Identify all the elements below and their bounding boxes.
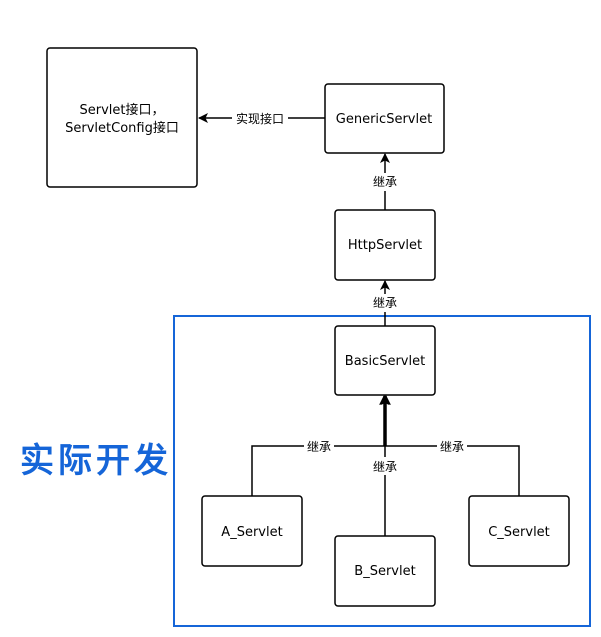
http-from-basic-label: 继承 bbox=[373, 296, 397, 310]
dev-group-title: 实际开发 bbox=[20, 441, 172, 481]
basic-from-b-label-bg bbox=[370, 457, 400, 475]
a-servlet-node-label: A_Servlet bbox=[221, 525, 282, 540]
b-servlet-node-box bbox=[334, 535, 436, 607]
generic-from-http-label-bg bbox=[370, 173, 400, 191]
c-servlet-node-box bbox=[468, 495, 570, 567]
implements-label: 实现接口 bbox=[236, 111, 284, 126]
interfaces-node-line2: ServletConfig接口 bbox=[65, 120, 179, 136]
http-from-basic-label-bg bbox=[370, 294, 400, 312]
interfaces-node-box bbox=[46, 47, 198, 188]
basic-from-c-label: 继承 bbox=[440, 440, 464, 454]
a-servlet-node: A_Servlet bbox=[201, 495, 303, 567]
basic-servlet-node: BasicServlet bbox=[334, 325, 436, 396]
generic-servlet-node-label: GenericServlet bbox=[336, 112, 432, 127]
implements-label-bg bbox=[232, 109, 288, 127]
basic-from-a-label: 继承 bbox=[307, 440, 331, 454]
dev-group-frame bbox=[173, 315, 591, 627]
c-servlet-node: C_Servlet bbox=[468, 495, 570, 567]
a-servlet-node-box bbox=[201, 495, 303, 567]
generic-from-http-label: 继承 bbox=[373, 175, 397, 189]
basic-servlet-node-label: BasicServlet bbox=[345, 354, 425, 369]
basic-from-a-label-bg bbox=[304, 437, 334, 455]
http-servlet-node-label: HttpServlet bbox=[348, 238, 422, 253]
http-servlet-node-box bbox=[334, 209, 436, 281]
basic-from-b-label: 继承 bbox=[373, 460, 397, 474]
generic-servlet-node: GenericServlet bbox=[324, 83, 445, 154]
b-servlet-node-label: B_Servlet bbox=[354, 564, 415, 579]
c-servlet-node-label: C_Servlet bbox=[488, 525, 550, 540]
interfaces-node-line1: Servlet接口， bbox=[80, 102, 165, 118]
generic-servlet-node-box bbox=[324, 83, 445, 154]
b-servlet-node: B_Servlet bbox=[334, 535, 436, 607]
basic-from-c-label-bg bbox=[437, 437, 467, 455]
interfaces-node: Servlet接口， ServletConfig接口 bbox=[46, 47, 198, 188]
http-servlet-node: HttpServlet bbox=[334, 209, 436, 281]
basic-servlet-node-box bbox=[334, 325, 436, 396]
